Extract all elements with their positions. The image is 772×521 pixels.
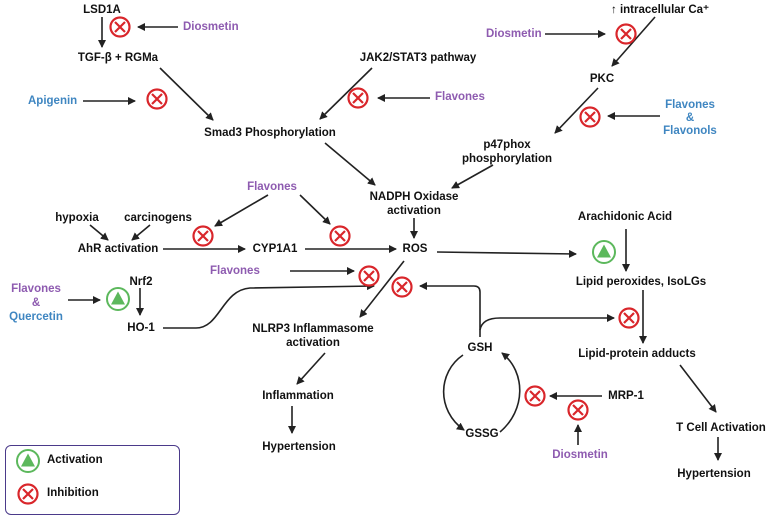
inhibition-icon (391, 276, 413, 298)
legend-inhibition-label: Inhibition (47, 487, 99, 499)
node-nlrp3-activation: activation (286, 337, 340, 349)
node-ahr-activation: AhR activation (77, 243, 159, 255)
compound-diosmetin-bottom: Diosmetin (552, 449, 608, 461)
compound-quercetin: Quercetin (9, 311, 63, 323)
activation-icon (592, 240, 616, 264)
node-lipid-protein-adducts: Lipid-protein adducts (578, 348, 696, 360)
arrow-jak2-smad3 (319, 67, 373, 120)
node-inflammation: Inflammation (262, 390, 334, 402)
inhibition-icon (347, 87, 369, 109)
compound-flavones-flavonols: Flavones (665, 99, 715, 111)
node-gsh: GSH (467, 342, 493, 354)
node-nrf2: Nrf2 (129, 276, 153, 288)
node-carcinogens: carcinogens (124, 212, 192, 224)
legend (5, 445, 180, 515)
node-ros: ROS (402, 243, 428, 255)
arrow-flavones-inhib-left (214, 194, 269, 227)
compound-flavones-cyp: Flavones (247, 181, 297, 193)
arrow-carcinogens-ahr (131, 224, 151, 241)
node-nlrp3: NLRP3 Inflammasome (252, 323, 374, 335)
node-cyp1a1: CYP1A1 (252, 243, 298, 255)
node-nadph-oxidase: NADPH Oxidase (369, 191, 459, 203)
arrow-gsh-lipid-inhib (479, 314, 615, 331)
arrow-ros-arachidonic (436, 249, 577, 258)
node-lipid-peroxides: Lipid peroxides, IsoLGs (575, 276, 707, 288)
node-hypoxia: hypoxia (55, 212, 99, 224)
compound-quercetin-amp: & (31, 297, 41, 309)
arrow-ca-pkc (611, 16, 656, 67)
legend-activation-label: Activation (47, 454, 103, 466)
node-p47phox: p47phox (483, 139, 531, 151)
inhibition-icon (618, 307, 640, 329)
compound-flavones-quercetin: Flavones (11, 283, 61, 295)
node-jak2-stat3: JAK2/STAT3 pathway (359, 52, 477, 64)
activation-icon (106, 287, 130, 311)
arrow-pkc-p47 (554, 87, 599, 134)
arrow-nlrp3-inflammation (296, 352, 326, 385)
node-nadph-activation: activation (387, 205, 441, 217)
node-arachidonic-acid: Arachidonic Acid (577, 211, 673, 223)
arrow-smad3-nadph (324, 142, 376, 186)
compound-diosmetin-ca: Diosmetin (486, 28, 542, 40)
node-tgf-rgma: TGF-β + RGMa (77, 52, 159, 64)
arrow-flavones-inhib-right (299, 194, 331, 225)
arrow-gsh-gssg (442, 354, 465, 431)
node-lsd1a: LSD1A (83, 4, 121, 16)
compound-flavones-jak: Flavones (435, 91, 485, 103)
inhibition-icon (524, 385, 546, 407)
node-gssg: GSSG (465, 428, 499, 440)
inhibition-icon (358, 265, 380, 287)
arrow-ho1-inhib (163, 282, 375, 329)
node-hypertension-left: Hypertension (262, 441, 336, 453)
arrow-gssg-gsh (499, 352, 521, 433)
node-ho1: HO-1 (127, 322, 155, 334)
compound-flavones-ros: Flavones (210, 265, 260, 277)
node-mrp1: MRP-1 (608, 390, 644, 402)
node-pkc: PKC (589, 73, 615, 85)
activation-icon (16, 449, 40, 473)
node-smad3: Smad3 Phosphorylation (204, 127, 336, 139)
inhibition-icon (146, 88, 168, 110)
inhibition-icon (109, 16, 131, 38)
arrow-ros-nlrp3 (359, 260, 405, 318)
inhibition-icon (567, 399, 589, 421)
inhibition-icon (192, 225, 214, 247)
node-tcell-activation: T Cell Activation (676, 422, 766, 434)
node-hypertension-right: Hypertension (677, 468, 751, 480)
node-p47phox-phosphorylation: phosphorylation (461, 153, 553, 165)
compound-flavonols-amp: & (685, 112, 695, 124)
arrow-tgf-smad3 (159, 67, 214, 121)
compound-diosmetin-top: Diosmetin (183, 21, 239, 33)
inhibition-icon (17, 483, 39, 505)
arrow-hypoxia-ahr (89, 224, 109, 241)
arrow-p47-nadph (451, 164, 494, 189)
compound-apigenin: Apigenin (28, 95, 78, 107)
arrow-gsh-inhib (419, 282, 481, 337)
arrow-adducts-tcell (679, 364, 717, 413)
inhibition-icon (329, 225, 351, 247)
inhibition-icon (579, 106, 601, 128)
compound-flavonols: Flavonols (663, 125, 717, 137)
inhibition-icon (615, 23, 637, 45)
node-intracellular-ca: ↑ intracellular Ca⁺ (611, 4, 710, 16)
